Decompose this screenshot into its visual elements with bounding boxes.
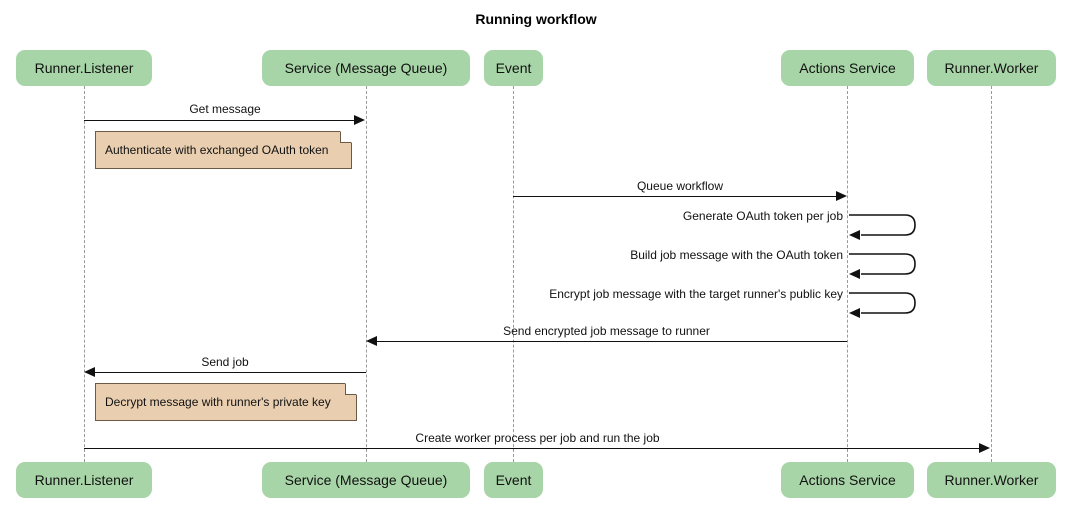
- message-label-create-worker-process-per-job-and-run-the-job: Create worker process per job and run th…: [415, 431, 660, 445]
- participant-label: Service (Message Queue): [284, 472, 448, 488]
- page-title: Running workflow: [475, 11, 597, 27]
- message-label-send-job: Send job: [201, 355, 249, 369]
- participant-label: Runner.Listener: [34, 60, 134, 76]
- message-line-send-encrypted-job-message-to-runner: [377, 341, 847, 342]
- participant-label: Actions Service: [799, 60, 896, 76]
- selfloop-encrypt-job-message-with-the-target-runners-public-key: [847, 286, 927, 320]
- participant-label: Runner.Worker: [944, 472, 1039, 488]
- message-label-get-message: Get message: [189, 102, 261, 116]
- note-authenticate: Authenticate with exchanged OAuth token: [95, 131, 352, 169]
- note-decrypt: Decrypt message with runner's private ke…: [95, 383, 357, 421]
- lifeline-runner-worker: [991, 86, 992, 462]
- arrowhead-right-queue-workflow: [836, 191, 847, 201]
- participant-runner-worker-top[interactable]: Runner.Worker: [927, 50, 1056, 86]
- arrowhead-left-send-job: [84, 367, 95, 377]
- participant-runner-worker-bottom[interactable]: Runner.Worker: [927, 462, 1056, 498]
- arrowhead-right-create-worker-process-per-job-and-run-the-job: [979, 443, 990, 453]
- lifeline-actions-service: [847, 86, 848, 462]
- lifeline-event: [513, 86, 514, 462]
- message-line-get-message: [84, 120, 355, 121]
- lifeline-runner-listener: [84, 86, 85, 462]
- selfloop-build-job-message-with-the-oauth-token: [847, 247, 927, 281]
- message-label-send-encrypted-job-message-to-runner: Send encrypted job message to runner: [503, 324, 710, 338]
- selfloop-generate-oauth-token-per-job: [847, 208, 927, 242]
- message-line-queue-workflow: [513, 196, 837, 197]
- message-label-build-job-message-with-the-oauth-token: Build job message with the OAuth token: [630, 248, 843, 262]
- participant-event-top[interactable]: Event: [484, 50, 543, 86]
- participant-label: Runner.Worker: [944, 60, 1039, 76]
- lifeline-service-message-queue: [366, 86, 367, 462]
- note-fold-corner-icon: [340, 131, 352, 143]
- arrowhead-right-get-message: [354, 115, 365, 125]
- participant-event-bottom[interactable]: Event: [484, 462, 543, 498]
- participant-service-message-queue-bottom[interactable]: Service (Message Queue): [262, 462, 470, 498]
- participant-service-message-queue-top[interactable]: Service (Message Queue): [262, 50, 470, 86]
- note-fold-corner-icon: [345, 383, 357, 395]
- message-label-encrypt-job-message-with-the-target-runners-public-key: Encrypt job message with the target runn…: [549, 287, 843, 301]
- message-label-generate-oauth-token-per-job: Generate OAuth token per job: [682, 209, 843, 223]
- message-label-queue-workflow: Queue workflow: [636, 179, 724, 193]
- message-line-send-job: [95, 372, 366, 373]
- participant-runner-listener-top[interactable]: Runner.Listener: [16, 50, 152, 86]
- note-label: Decrypt message with runner's private ke…: [105, 395, 331, 409]
- participant-label: Event: [495, 472, 532, 488]
- message-line-create-worker-process-per-job-and-run-the-job: [84, 448, 980, 449]
- participant-label: Event: [495, 60, 532, 76]
- participant-actions-service-top[interactable]: Actions Service: [781, 50, 914, 86]
- arrowhead-left-send-encrypted-job-message-to-runner: [366, 336, 377, 346]
- participant-actions-service-bottom[interactable]: Actions Service: [781, 462, 914, 498]
- note-label: Authenticate with exchanged OAuth token: [105, 143, 329, 157]
- participant-runner-listener-bottom[interactable]: Runner.Listener: [16, 462, 152, 498]
- participant-label: Runner.Listener: [34, 472, 134, 488]
- participant-label: Actions Service: [799, 472, 896, 488]
- participant-label: Service (Message Queue): [284, 60, 448, 76]
